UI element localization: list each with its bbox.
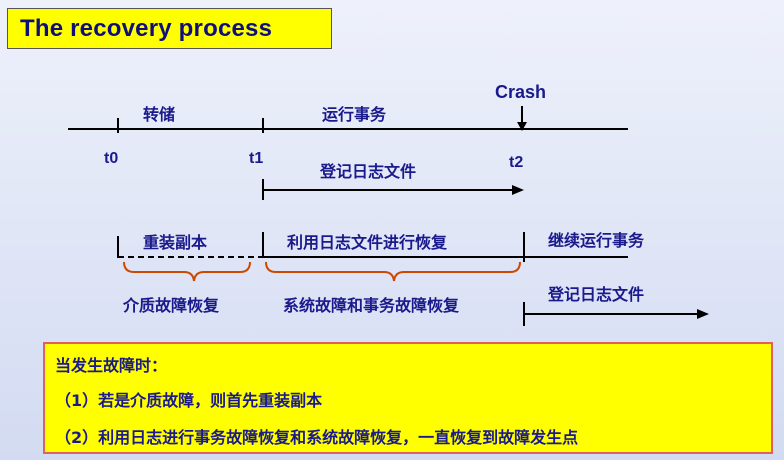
info-line-2: （2）利用日志进行事务故障恢复和系统故障恢复，一直恢复到故障发生点 — [55, 428, 579, 447]
log-file-label-1: 登记日志文件 — [320, 162, 417, 181]
dump-label: 转储 — [143, 105, 176, 124]
log-file-label-2: 登记日志文件 — [548, 285, 645, 304]
recovery-timeline-diagram — [68, 106, 709, 326]
use-log-recover-label: 利用日志文件进行恢复 — [287, 233, 448, 252]
media-failure-recovery-label: 介质故障恢复 — [123, 296, 220, 315]
info-line-1: （1）若是介质故障，则首先重装副本 — [55, 391, 323, 410]
info-heading: 当发生故障时： — [55, 356, 168, 375]
continue-run-label: 继续运行事务 — [548, 231, 645, 250]
t1-label: t1 — [249, 150, 264, 167]
crash-arrow-head — [517, 122, 527, 131]
crash-label: Crash — [495, 82, 547, 102]
log-arrow-1-head — [512, 185, 524, 195]
page-title: The recovery process — [20, 15, 273, 42]
log-arrow-2-head — [697, 309, 709, 319]
system-failure-brace — [265, 261, 521, 282]
t0-label: t0 — [104, 150, 119, 167]
t2-label: t2 — [509, 154, 524, 171]
title-box: The recovery process — [7, 8, 332, 49]
media-failure-brace — [123, 261, 251, 282]
system-tx-failure-recovery-label: 系统故障和事务故障恢复 — [283, 296, 460, 315]
reload-copy-label: 重装副本 — [143, 233, 208, 252]
info-box: 当发生故障时： （1）若是介质故障，则首先重装副本 （2）利用日志进行事务故障恢… — [43, 342, 773, 454]
run-transactions-label: 运行事务 — [322, 105, 387, 124]
